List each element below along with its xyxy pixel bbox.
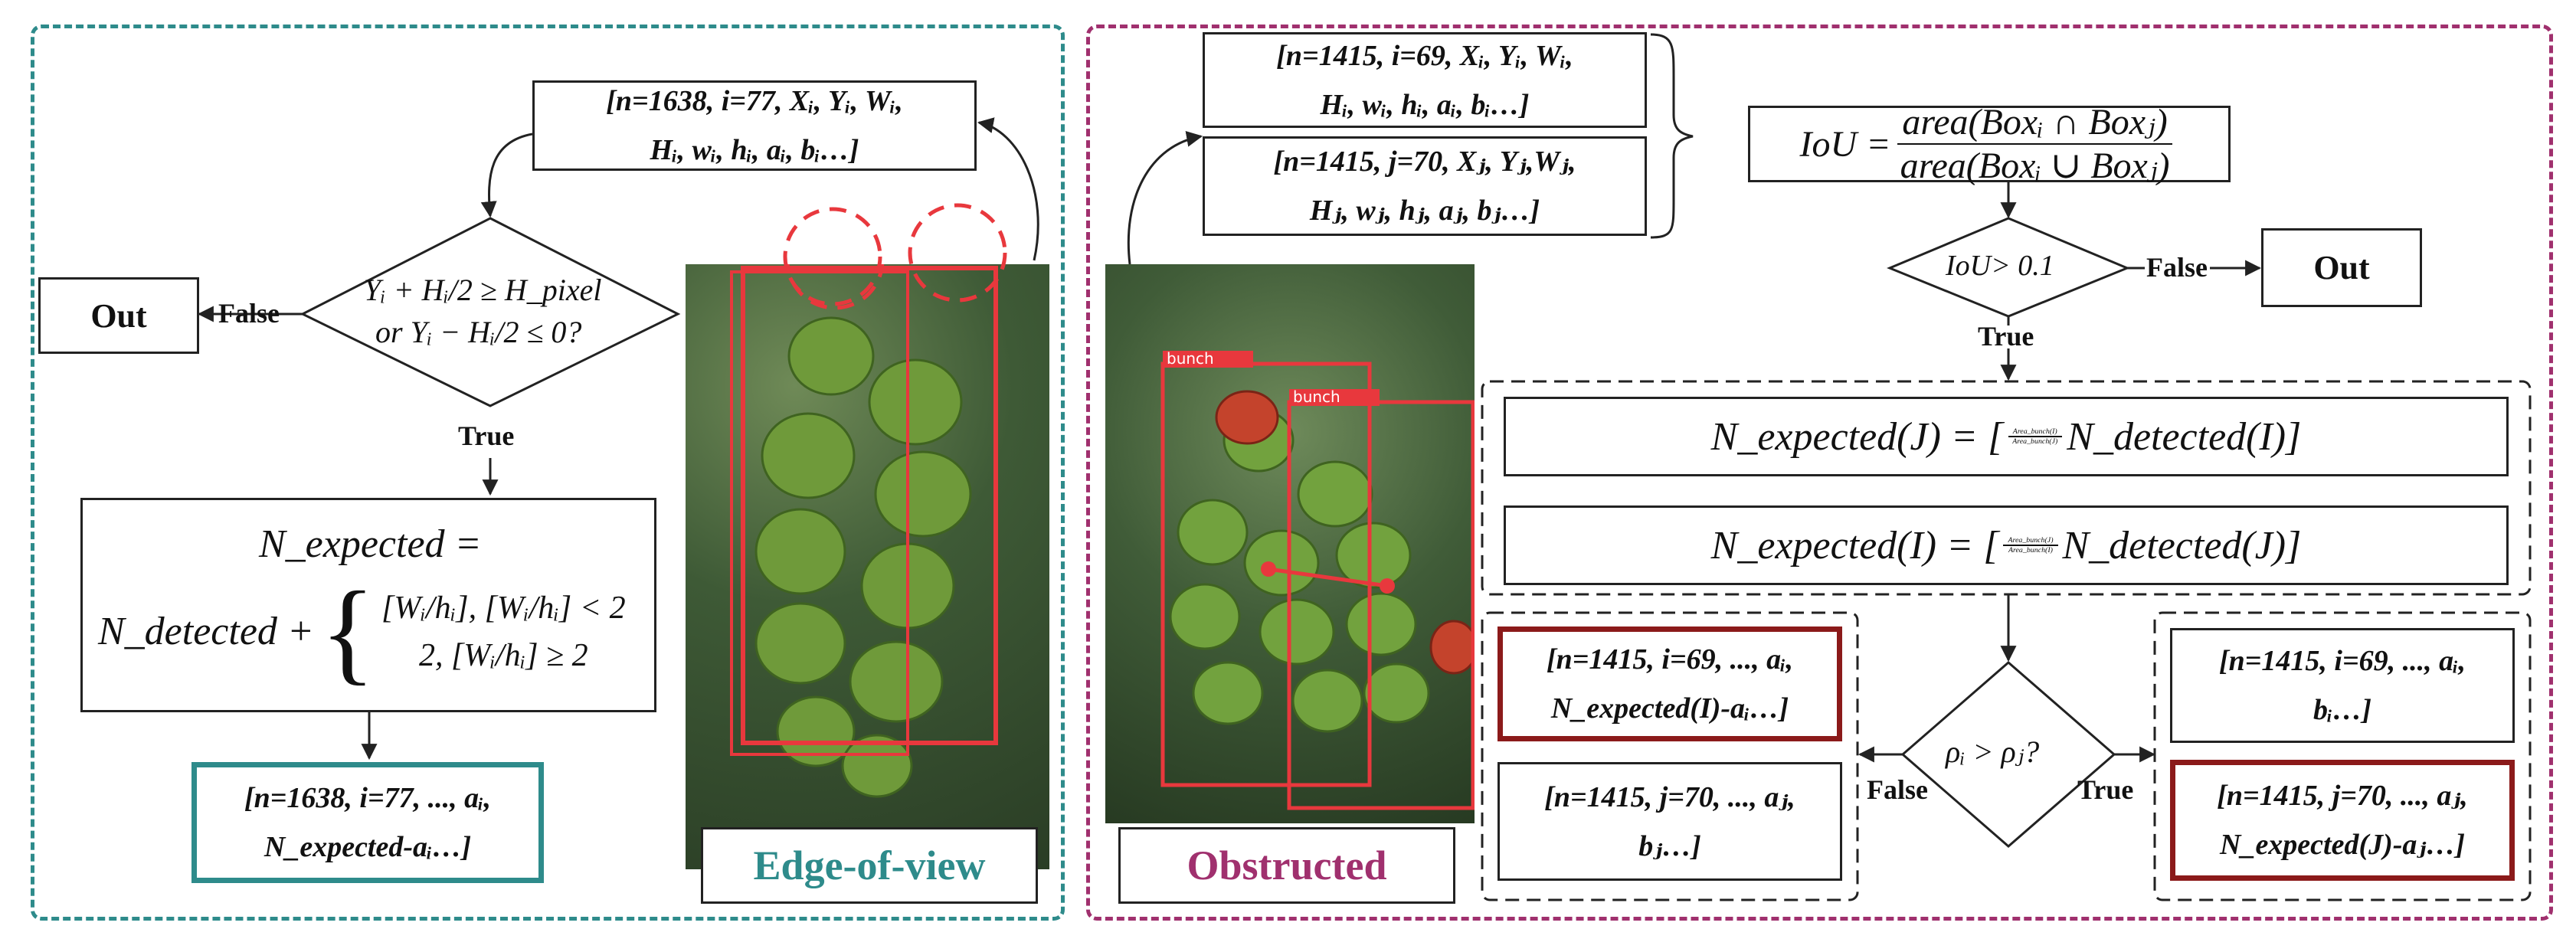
info-j-line1: [n=1415, j=70, Xⱼ, Yⱼ,Wⱼ, <box>1273 146 1576 178</box>
expected-J-box: N_expected(J) = [ Area_bunch(I) Area_bun… <box>1504 397 2509 476</box>
true-label-iou: True <box>1978 321 2034 352</box>
expected-sum: N_detected + <box>98 610 314 653</box>
expected-J-denominator: Area_bunch(J) <box>2012 437 2058 446</box>
expected-I-box: N_expected(I) = [ Area_bunch(J) Area_bun… <box>1504 505 2509 585</box>
brace-icon: { <box>320 568 375 695</box>
result-edge-line1: [n=1638, i=77, ..., aᵢ, <box>244 782 492 814</box>
info-box-i: [n=1415, i=69, Xᵢ, Yᵢ, Wᵢ, Hᵢ, wᵢ, hᵢ, a… <box>1203 32 1647 128</box>
left-result-j-line1: [n=1415, j=70, ..., aⱼ, <box>1544 780 1795 813</box>
iou-formula-box: IoU = area(Boxᵢ ∩ Boxⱼ) area(Boxᵢ ∪ Boxⱼ… <box>1748 102 2231 186</box>
left-result-j-line2: bⱼ…] <box>1638 829 1701 862</box>
edge-of-view-caption-box: Edge-of-view <box>701 827 1038 904</box>
info-box-edge-line2: Hᵢ, wᵢ, hᵢ, aᵢ, bᵢ…] <box>650 134 859 166</box>
left-result-box-i: [n=1415, i=69, ..., aᵢ, N_expected(I)-aᵢ… <box>1497 626 1842 741</box>
obstructed-photo: bunch bunch <box>1105 264 1475 823</box>
right-result-i-line2: bᵢ…] <box>2313 694 2372 726</box>
expected-I-numerator: Area_bunch(J) <box>2003 536 2058 546</box>
bunch-tag-2: bunch <box>1293 388 1340 406</box>
result-box-edge: [n=1638, i=77, ..., aᵢ, N_expected-aᵢ…] <box>191 762 544 883</box>
expected-case2: 2, [Wᵢ/hᵢ] ≥ 2 <box>418 637 588 673</box>
out-label-right: Out <box>2313 249 2370 286</box>
expected-line1: N_expected = <box>259 522 482 566</box>
false-label-left: False <box>218 298 280 329</box>
iou-denominator: area(Boxᵢ ∪ Boxⱼ) <box>1900 146 2170 186</box>
right-result-j-line2: N_expected(J)-aⱼ…] <box>2220 829 2465 861</box>
curly-brace <box>1650 33 1694 239</box>
expected-formula-box-left: N_expected = N_detected + { [Wᵢ/hᵢ], [Wᵢ… <box>80 498 656 712</box>
left-result-i-line1: [n=1415, i=69, ..., aᵢ, <box>1546 643 1794 676</box>
iou-lhs: IoU = <box>1799 123 1891 165</box>
info-box-edge-line1: [n=1638, i=77, Xᵢ, Yᵢ, Wᵢ, <box>606 85 903 117</box>
expected-case1: [Wᵢ/hᵢ], [Wᵢ/hᵢ] < 2 <box>381 590 626 626</box>
expected-I-lhs: N_expected(I) = [ <box>1710 523 1999 568</box>
true-label-rho: True <box>2077 774 2134 805</box>
info-box-edge: [n=1638, i=77, Xᵢ, Yᵢ, Wᵢ, Hᵢ, wᵢ, hᵢ, a… <box>532 80 977 171</box>
iou-numerator: area(Boxᵢ ∩ Boxⱼ) <box>1897 101 2172 145</box>
edge-decision-diamond <box>299 217 681 407</box>
out-label-left: Out <box>90 296 147 335</box>
right-result-j-line1: [n=1415, j=70, ..., aⱼ, <box>2217 780 2468 812</box>
expected-J-fraction: Area_bunch(I) Area_bunch(J) <box>2008 427 2062 447</box>
expected-I-denominator: Area_bunch(I) <box>2008 546 2053 555</box>
left-result-i-line2: N_expected(I)-aᵢ…] <box>1550 692 1789 725</box>
rho-decision-text: ρᵢ > ρⱼ? <box>1946 734 2040 769</box>
rho-decision-diamond <box>1900 661 2116 848</box>
out-box-left: Out <box>38 277 199 354</box>
edge-of-view-caption: Edge-of-view <box>753 842 986 888</box>
tomato-cluster-obstructed <box>1160 351 1475 810</box>
info-i-line2: Hᵢ, wᵢ, hᵢ, aᵢ, bᵢ…] <box>1320 88 1530 121</box>
out-box-right: Out <box>2261 228 2422 307</box>
tomato-cluster-edge <box>730 264 1006 798</box>
iou-fraction: area(Boxᵢ ∩ Boxⱼ) area(Boxᵢ ∪ Boxⱼ) <box>1896 101 2175 187</box>
right-result-box-j: [n=1415, j=70, ..., aⱼ, N_expected(J)-aⱼ… <box>2170 760 2515 881</box>
info-box-j: [n=1415, j=70, Xⱼ, Yⱼ,Wⱼ, Hⱼ, wⱼ, hⱼ, aⱼ… <box>1203 136 1647 236</box>
info-j-line2: Hⱼ, wⱼ, hⱼ, aⱼ, bⱼ…] <box>1309 195 1540 227</box>
edge-of-view-photo <box>686 264 1049 869</box>
edge-decision-line1: Yᵢ + Hᵢ/2 ≥ H_pixel <box>364 273 602 307</box>
edge-decision-line2: or Yᵢ − Hᵢ/2 ≤ 0? <box>375 315 582 349</box>
right-result-box-i: [n=1415, i=69, ..., aᵢ, bᵢ…] <box>2170 628 2515 743</box>
right-result-i-line1: [n=1415, i=69, ..., aᵢ, <box>2218 645 2466 677</box>
obstructed-caption: Obstructed <box>1187 842 1387 888</box>
info-i-line1: [n=1415, i=69, Xᵢ, Yᵢ, Wᵢ, <box>1276 39 1573 72</box>
bunch-tag-1: bunch <box>1167 349 1214 368</box>
false-label-iou: False <box>2146 252 2208 283</box>
expected-J-numerator: Area_bunch(I) <box>2008 427 2062 437</box>
expected-J-lhs: N_expected(J) = [ <box>1710 414 2004 459</box>
expected-I-rhs: N_detected(J)] <box>2062 523 2302 568</box>
edge-of-view-panel <box>31 25 1065 921</box>
right-result-dashed-group <box>2153 611 2532 901</box>
left-result-dashed-group <box>1481 611 1859 901</box>
false-label-rho: False <box>1867 774 1928 805</box>
expected-I-fraction: Area_bunch(J) Area_bunch(I) <box>2003 536 2058 555</box>
obstructed-caption-box: Obstructed <box>1118 827 1455 904</box>
result-edge-line2: N_expected-aᵢ…] <box>263 831 472 863</box>
left-result-box-j: [n=1415, j=70, ..., aⱼ, bⱼ…] <box>1497 762 1842 881</box>
obstructed-panel <box>1086 25 2553 921</box>
expected-J-rhs: N_detected(I)] <box>2067 414 2302 459</box>
expected-dashed-container <box>1481 380 2532 596</box>
iou-decision-text: IoU> 0.1 <box>1946 250 2054 282</box>
true-label-left: True <box>458 420 515 451</box>
